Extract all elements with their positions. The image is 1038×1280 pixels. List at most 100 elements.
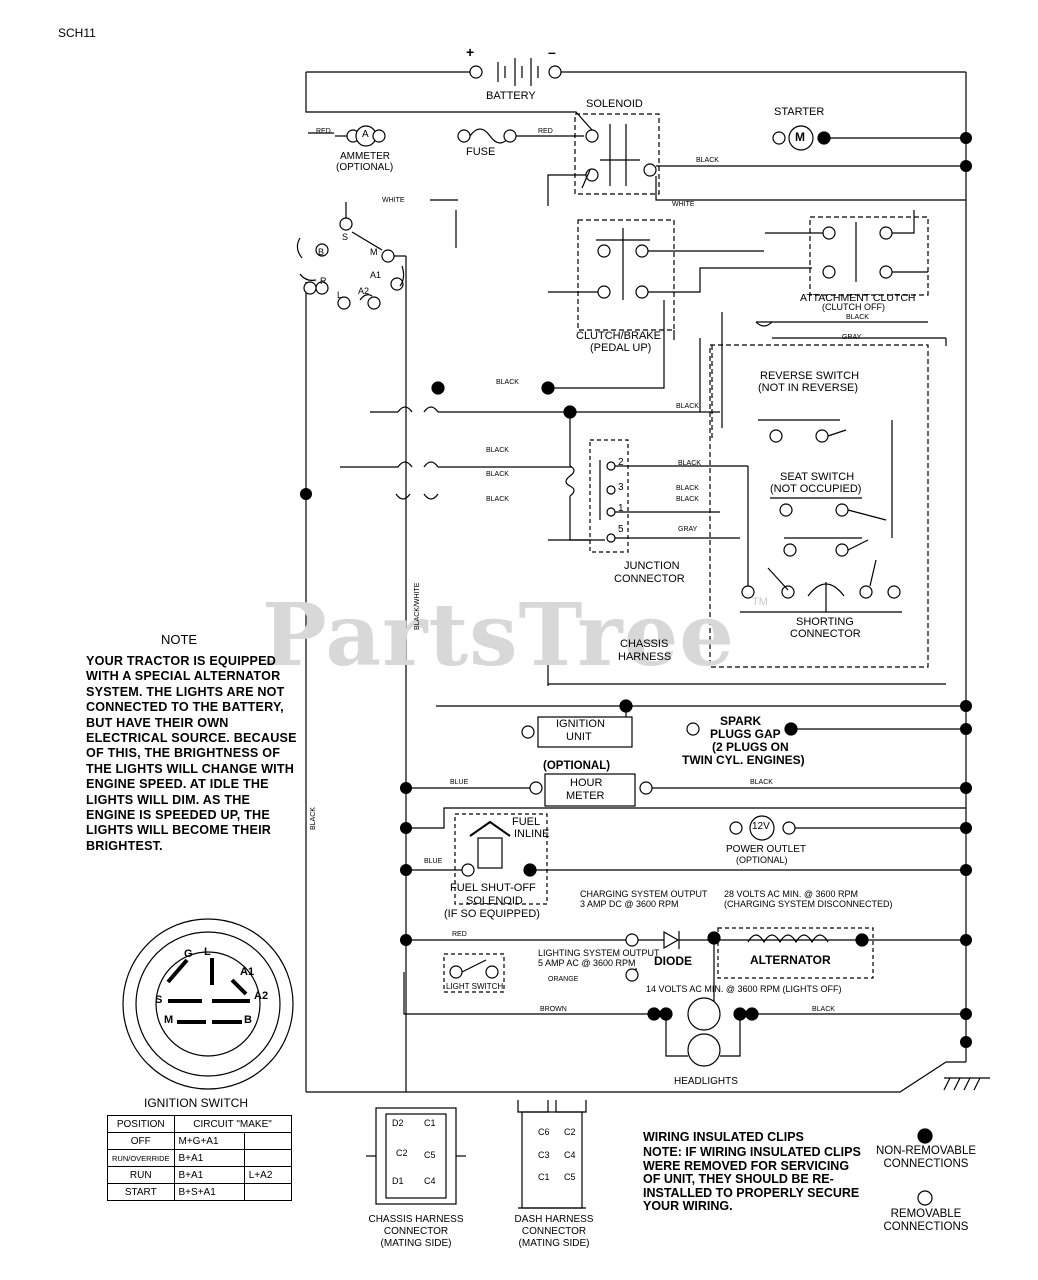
headlights-label: HEADLIGHTS [674, 1076, 738, 1087]
chassis-pin-c1: C1 [424, 1118, 436, 1128]
ammeter-fuse-solenoid [335, 113, 966, 206]
wire-black-1: BLACK [486, 447, 509, 454]
table-cell: RUN/OVERRIDE [107, 1149, 175, 1167]
chassis-conn-line-3: (MATING SIDE) [380, 1238, 452, 1249]
junction-connector-label-1: JUNCTION [624, 560, 680, 572]
fuel-shutoff-label-3: (IF SO EQUIPPED) [444, 908, 540, 920]
fuel-inline-label-2: INLINE [514, 828, 550, 840]
power-outlet-voltage: 12V [752, 821, 770, 832]
table-row: RUN B+A1 L+A2 [107, 1166, 292, 1184]
term-r-top: R [320, 276, 327, 286]
table-cell [243, 1149, 292, 1167]
table-row: START B+S+A1 [107, 1183, 292, 1201]
watermark-tm: TM [752, 596, 768, 608]
fuel-and-power-outlet [406, 807, 966, 905]
battery-minus: – [548, 44, 556, 60]
wire-black-clutch: BLACK [496, 379, 519, 386]
spark-label-4: TWIN CYL. ENGINES) [682, 753, 805, 767]
term-a2-top: A2 [358, 286, 370, 296]
wiring-clips-body: NOTE: IF WIRING INSULATED CLIPS WERE REM… [643, 1145, 861, 1213]
wire-black-3: BLACK [486, 496, 509, 503]
fuse-label: FUSE [466, 146, 496, 158]
power-outlet-optional: (OPTIONAL) [736, 855, 788, 865]
legend-removable-2: CONNECTIONS [883, 1220, 969, 1233]
dash-connector-caption: DASH HARNESS CONNECTOR (MATING SIDE) [500, 1214, 608, 1250]
legend-non-removable-2: CONNECTIONS [883, 1157, 969, 1170]
dash-pin-c2: C2 [564, 1127, 576, 1137]
seat-switch-shorting-connector [740, 466, 902, 613]
wire-black-2: BLACK [486, 471, 509, 478]
term-a1-top: A1 [370, 270, 382, 280]
spark-plugs [686, 722, 966, 736]
chassis-conn-line-2: CONNECTOR [383, 1226, 449, 1237]
ignition-switch-face [122, 918, 294, 1090]
wire-blue-hour: BLUE [450, 779, 469, 786]
ground-symbol [943, 1077, 990, 1091]
junction-connector-label-2: CONNECTOR [614, 573, 685, 585]
clutch-brake-label: CLUTCH/BRAKE [576, 330, 661, 342]
table-cell: START [107, 1183, 175, 1201]
ignition-circuit-table: POSITION CIRCUIT "MAKE" OFF M+G+A1 RUN/O… [107, 1115, 292, 1201]
wire-black-solenoid: BLACK [696, 157, 719, 164]
wire-black-reverse: BLACK [676, 403, 699, 410]
table-header-circuit: CIRCUIT "MAKE" [173, 1115, 292, 1133]
wire-black-white-vertical: BLACK/WHITE [414, 582, 421, 630]
wire-black-lights: BLACK [812, 1006, 835, 1013]
legend-removable-1: REMOVABLE [890, 1208, 962, 1220]
seat-switch-label: SEAT SWITCH [780, 471, 855, 483]
chassis-harness-label-2: HARNESS [618, 651, 672, 663]
fuel-shutoff-label-1: FUEL SHUT-OFF [450, 882, 536, 894]
clutch-brake-switch [548, 219, 812, 389]
chassis-pin-c2: C2 [396, 1148, 408, 1158]
wire-red-fuse: RED [538, 128, 553, 135]
diode-alternator [406, 927, 966, 1012]
chassis-pin-d1: D1 [392, 1176, 404, 1186]
note-text: YOUR TRACTOR IS EQUIPPED WITH A SPECIAL … [86, 654, 297, 853]
attachment-clutch-switch [755, 210, 947, 346]
attachment-clutch-sub: (CLUTCH OFF) [822, 302, 885, 312]
light-switch-label: LIGHT SWITCH [446, 982, 504, 991]
table-cell [243, 1132, 292, 1150]
note-title: NOTE [160, 632, 198, 647]
ignition-unit [521, 699, 633, 748]
chassis-pin-c4: C4 [424, 1176, 436, 1186]
fuel-inline-label-1: FUEL [512, 816, 541, 828]
term-l-top: L [337, 290, 343, 300]
alternator-label: ALTERNATOR [750, 953, 831, 967]
ammeter-a: A [362, 129, 369, 140]
wire-brown-lights: BROWN [540, 1006, 567, 1013]
spark-label-1: SPARK [720, 714, 762, 728]
face-term-s: S [155, 994, 163, 1006]
dash-pin-c1: C1 [538, 1172, 550, 1182]
volts-label-1: 28 VOLTS AC MIN. @ 3600 RPM [724, 889, 859, 899]
ignition-switch-title: IGNITION SWITCH [144, 1096, 248, 1110]
reverse-switch-sub: (NOT IN REVERSE) [758, 382, 859, 394]
lighting-output-label-1: LIGHTING SYSTEM OUTPUT [538, 948, 660, 958]
legend-symbols [917, 1128, 933, 1206]
starter-label: STARTER [774, 106, 825, 118]
wire-gray-junction: GRAY [678, 526, 698, 533]
chassis-harness-connector-drawing [366, 1107, 466, 1205]
charging-output-label-2: 3 AMP DC @ 3600 RPM [580, 899, 679, 909]
wire-blue-fuel: BLUE [424, 858, 443, 865]
diode-label: DIODE [654, 954, 693, 968]
ammeter-optional: (OPTIONAL) [336, 162, 394, 173]
dash-pin-c4: C4 [564, 1150, 576, 1160]
junction-pin-5: 5 [618, 524, 624, 535]
seat-switch-sub: (NOT OCCUPIED) [770, 483, 862, 495]
battery-label: BATTERY [486, 90, 536, 102]
spark-label-3: (2 PLUGS ON [712, 740, 789, 754]
dash-harness-connector-drawing [517, 1100, 587, 1209]
dash-conn-line-1: DASH HARNESS [514, 1214, 594, 1225]
starter-motor [772, 125, 966, 151]
face-term-a1: A1 [240, 966, 255, 978]
wire-gray-attachment: GRAY [842, 334, 862, 341]
ignition-unit-label-1: IGNITION [556, 718, 605, 730]
power-outlet-label: POWER OUTLET [726, 844, 807, 855]
note-body: YOUR TRACTOR IS EQUIPPED WITH A SPECIAL … [86, 654, 301, 854]
chassis-conn-line-1: CHASSIS HARNESS [368, 1214, 464, 1225]
table-cell: OFF [107, 1132, 175, 1150]
solenoid-label: SOLENOID [586, 98, 643, 110]
term-m-top: M [370, 247, 378, 257]
harness-lines [436, 612, 966, 707]
